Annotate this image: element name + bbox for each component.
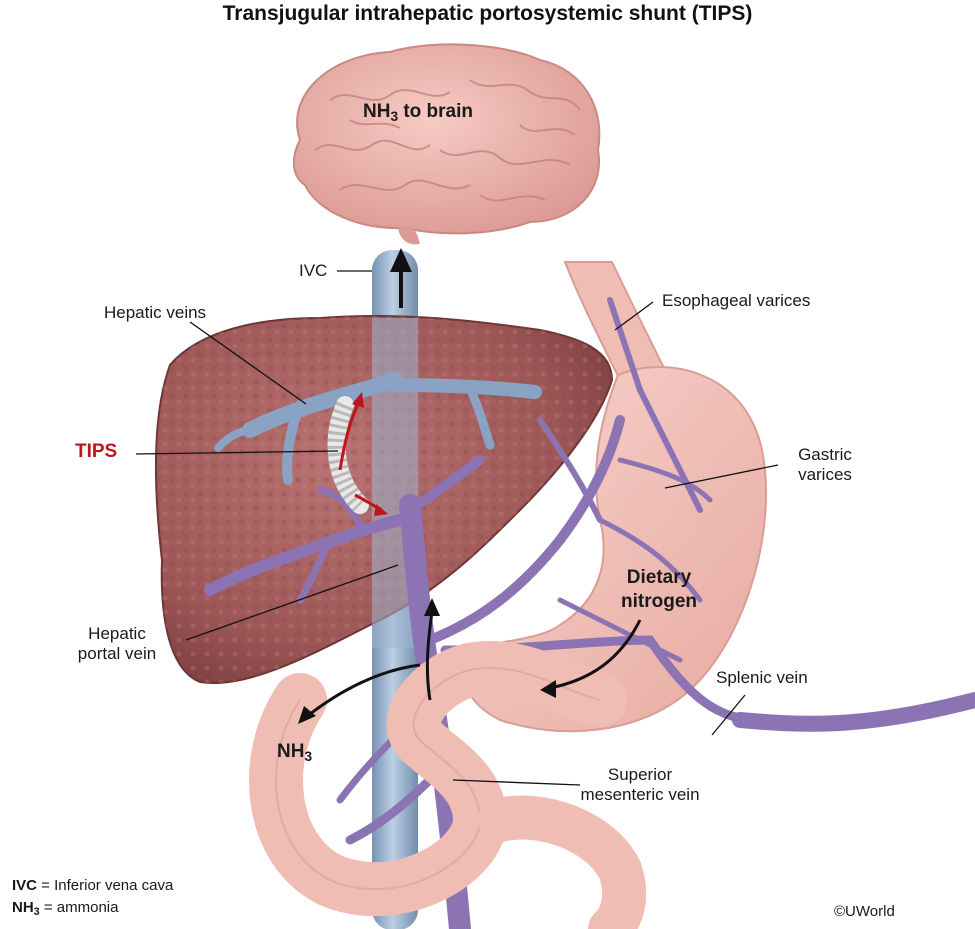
dietary-nitrogen-label: Dietary nitrogen [604, 566, 714, 614]
legend-nh3-abbr: NH [12, 899, 34, 916]
leader-lines [135, 270, 779, 786]
brain-label-nh: NH [363, 101, 391, 122]
hepatic-portal-line1: Hepatic [88, 624, 146, 643]
tips-label: TIPS [75, 441, 118, 462]
gastric-line2: varices [798, 465, 852, 484]
legend-nh3-def: = ammonia [39, 899, 119, 916]
splenic-vein-label: Splenic vein [716, 668, 808, 687]
tips-stent [327, 392, 388, 516]
superior-mesenteric-vein-label: Superior mesenteric vein [555, 765, 725, 805]
smv-line2: mesenteric vein [580, 785, 700, 804]
nh3-label-nh: NH [277, 741, 305, 762]
brain [292, 43, 601, 245]
nh3-label: NH3 [277, 741, 313, 764]
hepatic-portal-line2: portal vein [77, 644, 157, 663]
hepatic-veins-label: Hepatic veins [104, 303, 207, 322]
brain-label: NH3 to brain [363, 101, 474, 124]
copyright: ©UWorld [834, 903, 895, 920]
small-intestine [249, 641, 647, 929]
legend-nh3: NH3 = ammonia [12, 898, 118, 918]
brain-label-sub: 3 [390, 108, 399, 124]
smv-line1: Superior [607, 765, 673, 784]
flow-arrows [304, 611, 642, 720]
nh3-flow-arrowhead [298, 706, 316, 724]
stomach [463, 366, 768, 733]
gastric-line1: Gastric [798, 445, 852, 464]
dietary-line2: nitrogen [621, 591, 697, 612]
ivc-label: IVC [299, 261, 328, 280]
hepatic-veins [214, 372, 542, 485]
legend-ivc-def: = Inferior vena cava [37, 877, 174, 894]
ivc-upward-arrow [390, 248, 412, 308]
gastric-varices-label: Gastric varices [780, 445, 870, 485]
dietary-flow-arrowhead [540, 680, 556, 698]
portal-flow-arrowhead [424, 598, 440, 616]
hepatic-portal-vein-label: Hepatic portal vein [42, 624, 192, 664]
nh3-label-sub: 3 [304, 748, 313, 764]
legend-ivc-abbr: IVC [12, 877, 38, 894]
legend-nh3-sub: 3 [33, 906, 40, 919]
diagram-title: Transjugular intrahepatic portosystemic … [222, 2, 753, 25]
esophageal-varices-label: Esophageal varices [662, 291, 811, 310]
brain-label-suffix: to brain [398, 101, 474, 122]
legend-ivc: IVC = Inferior vena cava [12, 876, 173, 896]
dietary-line1: Dietary [626, 567, 692, 588]
